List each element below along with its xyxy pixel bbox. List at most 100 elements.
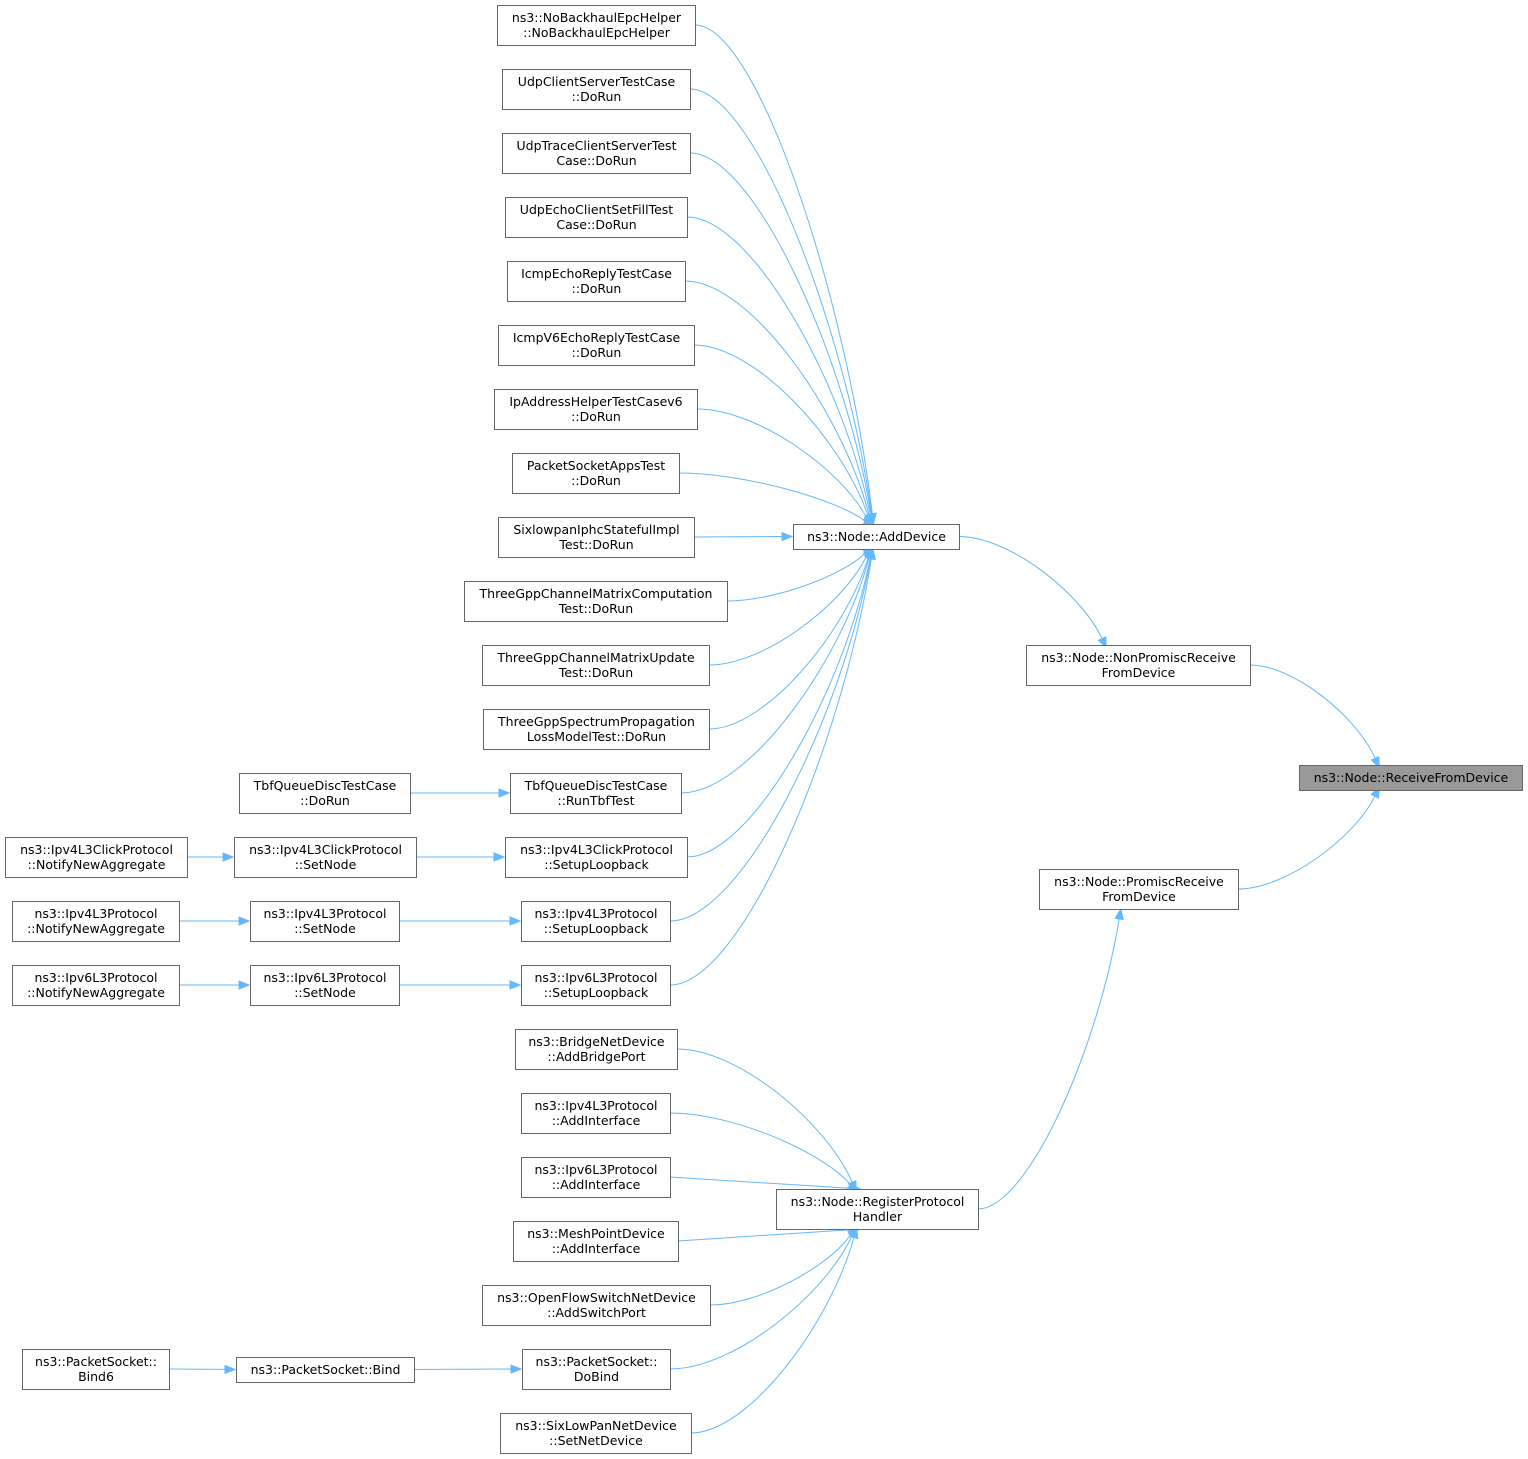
node-label-line: ::RunTbfTest xyxy=(558,793,635,808)
edge-promisc-to-root xyxy=(1237,785,1380,890)
node-packetsocketapps[interactable]: PacketSocketAppsTest::DoRun xyxy=(512,453,680,494)
node-ipv6setnode[interactable]: ns3::Ipv6L3Protocol::SetNode xyxy=(250,965,400,1006)
node-label-line: Test::DoRun xyxy=(558,665,633,680)
edge-clicksetnode-to-clickloopback xyxy=(416,852,506,862)
node-ipv6loopback[interactable]: ns3::Ipv6L3Protocol::SetupLoopback xyxy=(521,965,671,1006)
edge-line xyxy=(689,152,872,515)
node-label-line: ::NotifyNewAggregate xyxy=(28,857,166,872)
node-tbfruntest[interactable]: TbfQueueDiscTestCase::RunTbfTest xyxy=(510,773,682,814)
node-label-line: IcmpV6EchoReplyTestCase xyxy=(513,330,681,345)
node-dobind[interactable]: ns3::PacketSocket::DoBind xyxy=(522,1349,671,1390)
node-nobackhaul[interactable]: ns3::NoBackhaulEpcHelper::NoBackhaulEpcH… xyxy=(497,5,696,46)
edge-nonpromisc-to-root xyxy=(1249,664,1380,769)
node-box xyxy=(500,1413,692,1454)
node-ipv4addif[interactable]: ns3::Ipv4L3Protocol::AddInterface xyxy=(521,1093,671,1134)
node-label-line: ::SetNode xyxy=(294,985,356,1000)
node-label-line: ns3::Ipv4L3Protocol xyxy=(263,906,386,921)
node-bind[interactable]: ns3::PacketSocket::Bind xyxy=(236,1357,415,1383)
node-bridgeport[interactable]: ns3::BridgeNetDevice::AddBridgePort xyxy=(515,1029,678,1070)
node-box xyxy=(12,901,180,942)
arrowhead xyxy=(498,788,511,798)
node-clickloopback[interactable]: ns3::Ipv4L3ClickProtocol::SetupLoopback xyxy=(505,837,688,878)
node-bind6[interactable]: ns3::PacketSocket::Bind6 xyxy=(22,1349,170,1390)
arrowhead xyxy=(493,852,506,862)
node-openflow[interactable]: ns3::OpenFlowSwitchNetDevice::AddSwitchP… xyxy=(482,1285,711,1326)
node-ipv6notify[interactable]: ns3::Ipv6L3Protocol::NotifyNewAggregate xyxy=(12,965,180,1006)
node-box xyxy=(507,261,686,302)
node-label-line: ::AddInterface xyxy=(552,1177,641,1192)
arrowhead xyxy=(509,916,522,926)
edge-line xyxy=(680,557,870,794)
node-label-line: ::SetNode xyxy=(294,921,356,936)
node-threegppcompute[interactable]: ThreeGppChannelMatrixComputationTest::Do… xyxy=(464,581,728,622)
edges-layer xyxy=(168,24,1380,1434)
node-label-line: ThreeGppChannelMatrixComputation xyxy=(479,586,713,601)
edge-line xyxy=(689,88,873,514)
node-label-line: ::DoRun xyxy=(572,89,622,104)
arrowhead xyxy=(1114,907,1124,921)
node-box xyxy=(498,325,695,366)
node-label-line: Test::DoRun xyxy=(558,601,633,616)
node-label-line: ns3::PacketSocket:: xyxy=(35,1354,157,1369)
node-box xyxy=(236,1357,415,1383)
node-root[interactable]: ns3::Node::ReceiveFromDevice xyxy=(1299,765,1523,791)
node-label-line: ::DoRun xyxy=(572,345,622,360)
node-sixlowpansetdev[interactable]: ns3::SixLowPanNetDevice::SetNetDevice xyxy=(500,1413,692,1454)
node-box xyxy=(482,645,710,686)
node-clicksetnode[interactable]: ns3::Ipv4L3ClickProtocol::SetNode xyxy=(234,837,417,878)
node-clicknotify[interactable]: ns3::Ipv4L3ClickProtocol::NotifyNewAggre… xyxy=(5,837,188,878)
edge-tbfdorun-to-tbfruntest xyxy=(410,788,511,798)
node-label-line: ::NotifyNewAggregate xyxy=(27,921,165,936)
edge-line xyxy=(709,1233,852,1306)
edge-ipv6setnode-to-ipv6loopback xyxy=(399,980,522,990)
node-icmpv6echo[interactable]: IcmpV6EchoReplyTestCase::DoRun xyxy=(498,325,695,366)
node-box xyxy=(521,1157,671,1198)
edge-bind-to-dobind xyxy=(413,1364,523,1374)
node-label-line: FromDevice xyxy=(1102,889,1176,904)
node-label-line: ns3::Ipv4L3ClickProtocol xyxy=(249,842,402,857)
edge-line xyxy=(693,344,869,517)
node-ipv4setnode[interactable]: ns3::Ipv4L3Protocol::SetNode xyxy=(250,901,400,942)
edge-line xyxy=(684,280,870,516)
node-box xyxy=(521,901,671,942)
node-label-line: TbfQueueDiscTestCase xyxy=(253,778,397,793)
node-label-line: Handler xyxy=(853,1209,903,1224)
node-label-line: ns3::Ipv4L3ClickProtocol xyxy=(520,842,673,857)
node-box xyxy=(464,581,728,622)
node-label-line: UdpEchoClientSetFillTest xyxy=(520,202,673,217)
edge-line xyxy=(726,552,866,602)
node-ipv4loopback[interactable]: ns3::Ipv4L3Protocol::SetupLoopback xyxy=(521,901,671,942)
node-label-line: ns3::BridgeNetDevice xyxy=(528,1034,665,1049)
node-label-line: ns3::Node::NonPromiscReceive xyxy=(1041,650,1236,665)
edge-line xyxy=(678,472,866,522)
edge-line xyxy=(708,556,869,730)
node-threegppspectrum[interactable]: ThreeGppSpectrumPropagationLossModelTest… xyxy=(483,709,710,750)
node-label-line: Case::DoRun xyxy=(556,153,636,168)
node-box xyxy=(497,5,696,46)
node-box xyxy=(1039,869,1239,910)
node-tbfdorun[interactable]: TbfQueueDiscTestCase::DoRun xyxy=(239,773,411,814)
node-label-line: ThreeGppSpectrumPropagation xyxy=(497,714,695,729)
node-ipaddrhelper[interactable]: IpAddressHelperTestCasev6::DoRun xyxy=(494,389,698,430)
node-adddevice[interactable]: ns3::Node::AddDevice xyxy=(793,524,960,550)
arrowhead xyxy=(222,852,235,862)
node-meshaddif[interactable]: ns3::MeshPointDevice::AddInterface xyxy=(513,1221,679,1262)
edge-line xyxy=(669,558,872,986)
node-ipv4notify[interactable]: ns3::Ipv4L3Protocol::NotifyNewAggregate xyxy=(12,901,180,942)
edge-sixlowpaniphc-to-adddevice xyxy=(693,531,794,542)
edge-ipv4addif-to-registerhandler xyxy=(669,1112,859,1194)
edge-udptrace-to-adddevice xyxy=(689,152,876,526)
node-label-line: ns3::Ipv4L3Protocol xyxy=(534,906,657,921)
node-label-line: ::SetNetDevice xyxy=(549,1433,643,1448)
node-udpclientserver[interactable]: UdpClientServerTestCase::DoRun xyxy=(502,69,691,110)
node-icmpecho[interactable]: IcmpEchoReplyTestCase::DoRun xyxy=(507,261,686,302)
node-ipv6addif[interactable]: ns3::Ipv6L3Protocol::AddInterface xyxy=(521,1157,671,1198)
